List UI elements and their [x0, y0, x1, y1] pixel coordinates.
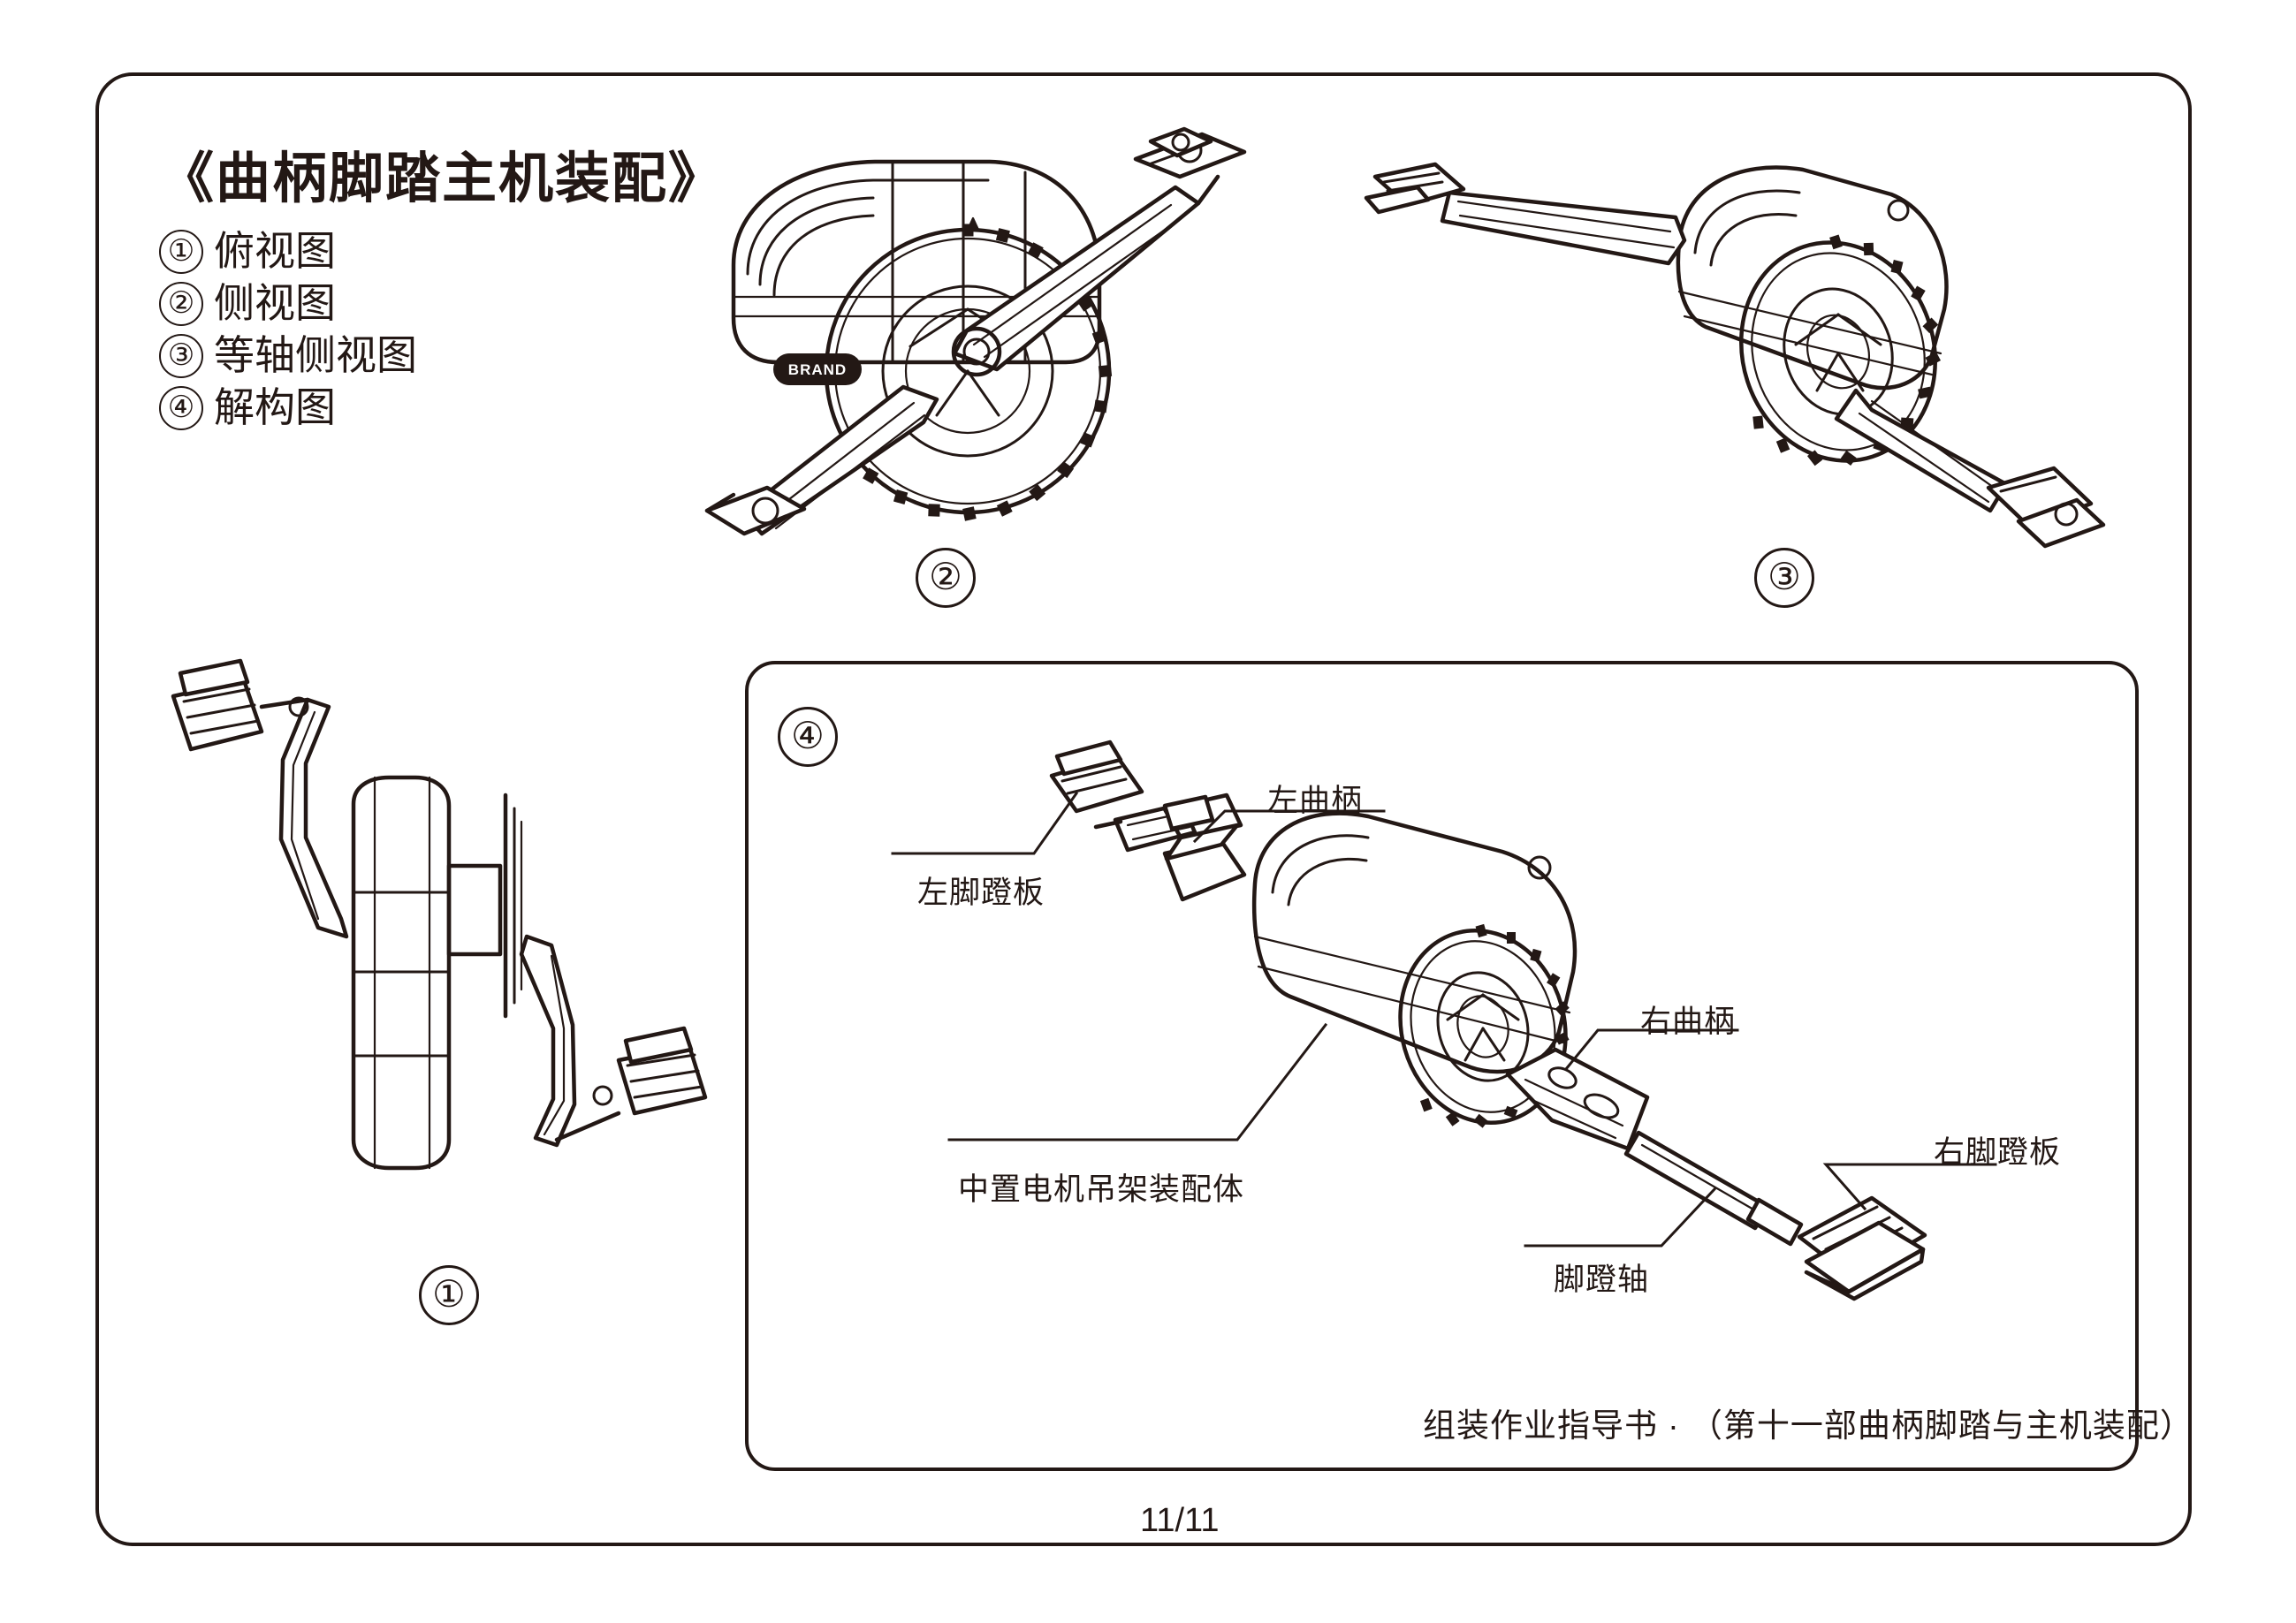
- list-item: ④ 解构图: [159, 382, 725, 434]
- exploded-view-panel: [745, 661, 2139, 1471]
- list-item-number: ①: [159, 229, 203, 274]
- list-item-number: ③: [159, 333, 203, 378]
- list-item-label: 俯视图: [214, 228, 336, 275]
- callout-left-pedal: 左脚蹬板: [917, 876, 1045, 910]
- callout-right-crank: 右曲柄: [1640, 1005, 1737, 1039]
- view-marker-exploded: ④: [778, 707, 838, 767]
- list-item-label: 侧视图: [214, 280, 336, 327]
- view-index-list: ① 俯视图 ② 侧视图 ③ 等轴侧视图 ④ 解构图: [159, 225, 725, 434]
- page-title: 《曲柄脚踏主机装配》: [159, 148, 726, 209]
- view-marker-isometric: ③: [1754, 548, 1814, 608]
- list-item-label: 等轴侧视图: [214, 332, 417, 379]
- callout-left-crank: 左曲柄: [1267, 784, 1364, 818]
- title-block: 《曲柄脚踏主机装配》 ① 俯视图 ② 侧视图 ③ 等轴侧视图 ④ 解构图: [159, 148, 725, 448]
- callout-motor-bracket: 中置电机吊架装配体: [958, 1172, 1245, 1207]
- footer-note: 组装作业指导书 · （第十一部曲柄脚踏与主机装配）: [1423, 1407, 2193, 1444]
- list-item-number: ④: [159, 385, 203, 430]
- callout-right-pedal: 右脚蹬板: [1934, 1135, 2062, 1170]
- view-marker-top: ①: [419, 1265, 479, 1325]
- view-marker-side: ②: [916, 548, 976, 608]
- list-item-label: 解构图: [214, 384, 336, 431]
- page-border: [95, 72, 2192, 1546]
- list-item-number: ②: [159, 281, 203, 326]
- list-item: ② 侧视图: [159, 277, 725, 330]
- list-item: ① 俯视图: [159, 225, 725, 277]
- list-item: ③ 等轴侧视图: [159, 330, 725, 382]
- callout-pedal-spindle: 脚蹬轴: [1554, 1263, 1650, 1297]
- page-number: 11/11: [1140, 1502, 1220, 1539]
